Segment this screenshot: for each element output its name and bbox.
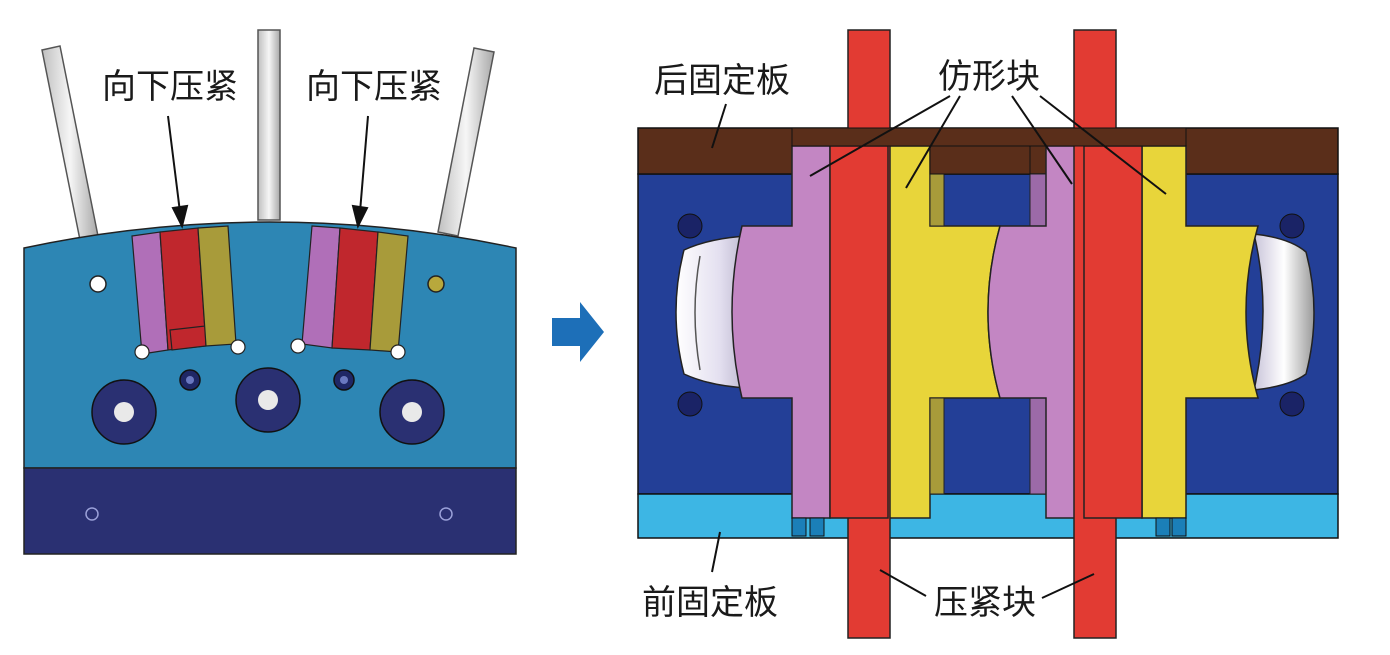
front-plate-label: 前固定板 — [642, 583, 778, 623]
right-clamp-set — [290, 225, 409, 360]
workpiece-right — [1253, 213, 1315, 417]
die-holes — [85, 275, 453, 521]
right-figure: 后固定板 仿形块 前固定板 压紧块 — [637, 29, 1339, 639]
press-down-label-right: 向下压紧 — [306, 67, 442, 107]
guide-rods — [41, 29, 495, 241]
press-down-label-left: 向下压紧 — [102, 67, 238, 107]
block-group-right — [987, 29, 1259, 639]
die-lower-body — [23, 467, 517, 555]
label-leaders — [711, 95, 1167, 599]
block-group-left — [731, 29, 1001, 639]
profile-block-label: 仿形块 — [938, 57, 1040, 97]
front-slots — [791, 517, 1187, 537]
front-plate — [637, 493, 1339, 539]
clamp-block-label: 压紧块 — [934, 583, 1036, 623]
transition-arrow-icon — [552, 302, 604, 362]
left-clamp-set — [131, 225, 246, 360]
press-leaders — [167, 115, 369, 229]
workpiece-left — [675, 213, 749, 417]
left-figure: 向下压紧 向下压紧 — [23, 29, 517, 555]
rear-plate-label: 后固定板 — [654, 61, 790, 101]
